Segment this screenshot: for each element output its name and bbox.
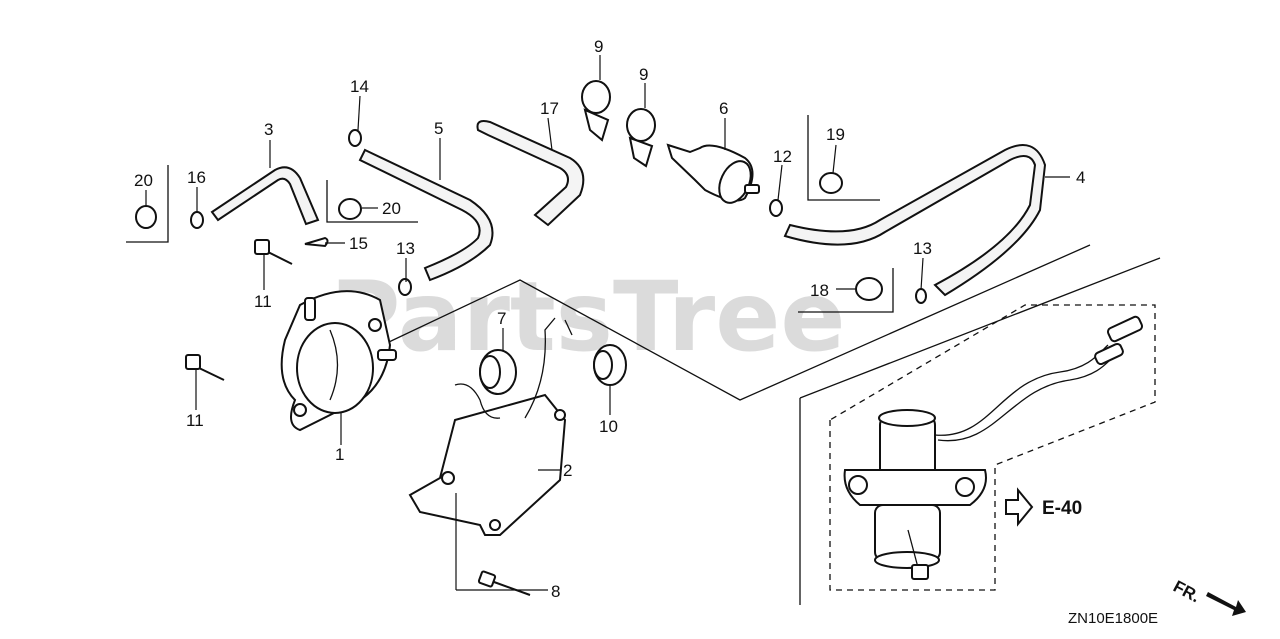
part-9-clip-b[interactable] <box>626 108 656 168</box>
callout-7[interactable]: 7 <box>497 309 506 328</box>
part-14-clip[interactable] <box>348 129 362 147</box>
callouts: 1 2 3 4 5 6 7 8 9 9 10 11 11 12 13 13 14… <box>134 37 1085 601</box>
callout-8[interactable]: 8 <box>551 582 560 601</box>
part-20-clamp-b[interactable] <box>338 198 362 220</box>
callout-18[interactable]: 18 <box>810 281 829 300</box>
callout-2[interactable]: 2 <box>563 461 572 480</box>
diagram-code: ZN10E1800E <box>1068 610 1158 627</box>
part-18-clamp[interactable] <box>855 277 883 301</box>
part-15-clip[interactable] <box>304 236 329 248</box>
part-9-clip-a[interactable] <box>581 80 611 142</box>
part-13-clip-b[interactable] <box>915 288 927 304</box>
leader-lines <box>145 55 1070 591</box>
part-13-clip-a[interactable] <box>398 278 412 296</box>
front-direction-marker: FR. <box>1170 577 1246 616</box>
callout-12[interactable]: 12 <box>773 147 792 166</box>
callout-16[interactable]: 16 <box>187 168 206 187</box>
part-8-bolt[interactable] <box>477 570 531 596</box>
callout-19[interactable]: 19 <box>826 125 845 144</box>
callout-4[interactable]: 4 <box>1076 168 1085 187</box>
callout-20a[interactable]: 20 <box>134 171 153 190</box>
part-1-fuel-pump[interactable] <box>280 290 397 432</box>
part-12-clip[interactable] <box>769 199 783 217</box>
callout-5[interactable]: 5 <box>434 119 443 138</box>
part-7-grommet[interactable] <box>479 349 517 395</box>
callout-1[interactable]: 1 <box>335 445 344 464</box>
part-2-bracket[interactable] <box>408 317 573 536</box>
callout-17[interactable]: 17 <box>540 99 559 118</box>
part-17-hose[interactable] <box>476 120 585 227</box>
callout-13b[interactable]: 13 <box>913 239 932 258</box>
part-4-hose[interactable] <box>783 144 1047 297</box>
part-3-hose[interactable] <box>210 166 320 226</box>
callout-3[interactable]: 3 <box>264 120 273 139</box>
fuel-pump-assembly[interactable] <box>829 304 1156 591</box>
reference-label: E-40 <box>1042 498 1082 519</box>
direction-label: FR. <box>1170 577 1203 607</box>
callout-6[interactable]: 6 <box>719 99 728 118</box>
callout-13a[interactable]: 13 <box>396 239 415 258</box>
reference-arrow[interactable]: E-40 <box>1005 487 1082 527</box>
part-6-fuel-filter[interactable] <box>666 143 760 208</box>
callout-11a[interactable]: 11 <box>254 292 272 311</box>
engine-outline <box>371 244 1161 605</box>
callout-9a[interactable]: 9 <box>594 37 603 56</box>
part-16-clip[interactable] <box>190 211 204 229</box>
callout-15[interactable]: 15 <box>349 234 368 253</box>
kit-brackets <box>126 115 894 313</box>
part-5-hose[interactable] <box>358 148 494 282</box>
callout-10[interactable]: 10 <box>599 417 618 436</box>
part-11-bolt-a[interactable] <box>254 239 293 265</box>
part-11-bolt-b[interactable] <box>185 354 225 381</box>
part-20-clamp-a[interactable] <box>135 205 157 229</box>
part-10-grommet[interactable] <box>593 344 627 386</box>
callout-9b[interactable]: 9 <box>639 65 648 84</box>
callout-14[interactable]: 14 <box>350 77 369 96</box>
callout-20b[interactable]: 20 <box>382 199 401 218</box>
callout-11b[interactable]: 11 <box>186 411 204 430</box>
part-19-clamp[interactable] <box>819 172 843 194</box>
